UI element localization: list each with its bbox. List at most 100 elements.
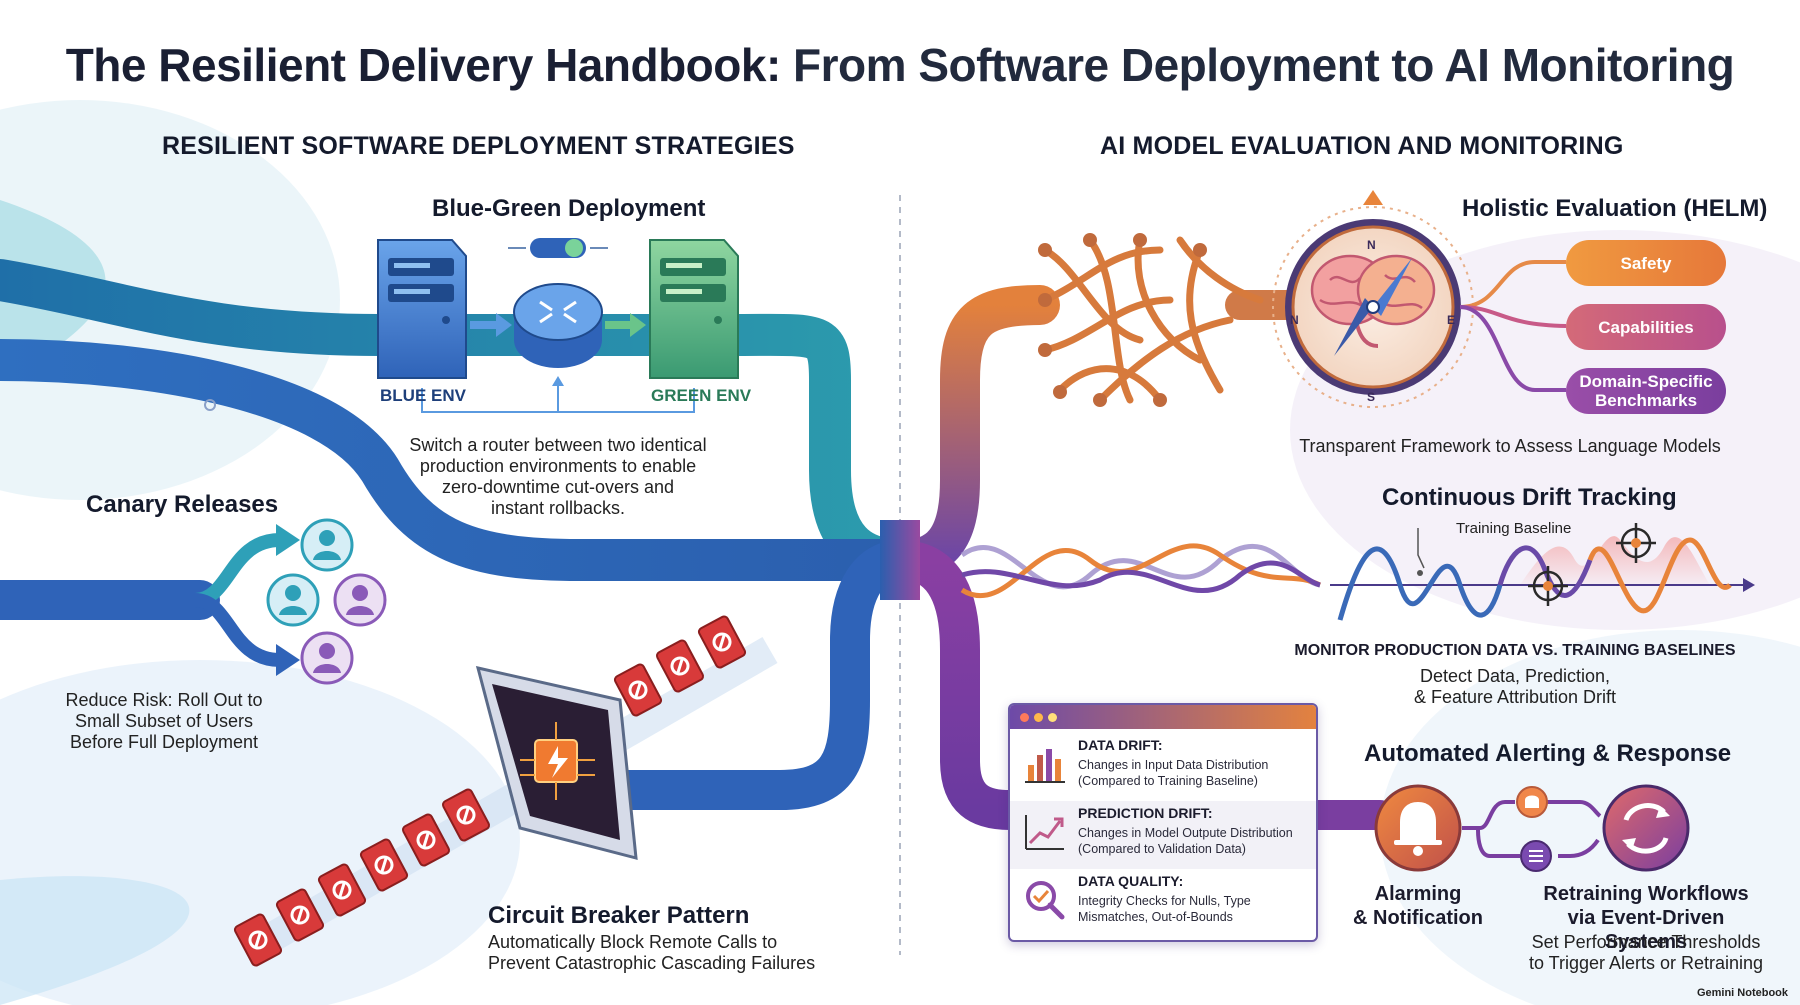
blocked-request-icon	[697, 615, 747, 669]
text-line: & Feature Attribution Drift	[1413, 687, 1617, 707]
blue-green-arrows	[421, 313, 695, 413]
pill-capabilities	[1566, 304, 1726, 350]
compass-letter-w: N	[1290, 313, 1299, 327]
pill-safety	[1566, 240, 1726, 286]
blue-env-label: BLUE ENV	[380, 386, 466, 405]
blue-green-title: Blue-Green Deployment	[432, 195, 706, 222]
alerting-title: Automated Alerting & Response	[1364, 740, 1732, 767]
text-line: to Trigger Alerts or Retraining	[1528, 953, 1764, 973]
left-flow-pipes	[0, 259, 921, 810]
text-line: Reduce Risk: Roll Out to	[65, 690, 263, 710]
row-title: DATA DRIFT:	[1078, 737, 1163, 753]
user-avatars	[266, 518, 387, 685]
mini-list-icon	[1520, 840, 1552, 872]
row-title: DATA QUALITY:	[1078, 873, 1184, 889]
decorative-dot	[204, 399, 216, 411]
helm-pill-domain-benchmarks: Domain-Specific Benchmarks	[1579, 372, 1713, 410]
circuit-breaker-description: Automatically Block Remote Calls to Prev…	[488, 932, 848, 974]
mini-bell-icon	[1516, 786, 1548, 818]
text-line: & Notification	[1353, 907, 1483, 929]
router-icon	[513, 283, 603, 368]
helm-branch-lines	[1459, 260, 1567, 392]
helm-title: Holistic Evaluation (HELM)	[1462, 195, 1768, 222]
title-rest: From Software Deployment to AI Monitorin…	[793, 39, 1735, 91]
blocked-request-icon	[655, 639, 705, 693]
blocked-request-icon	[441, 788, 491, 842]
canary-arrows	[194, 524, 300, 676]
alert-loop-arrows	[1462, 800, 1602, 858]
page-title: The Resilient Delivery Handbook: From So…	[0, 38, 1800, 92]
panel-title-bar	[1010, 705, 1316, 729]
center-junction	[880, 520, 920, 600]
text-line: Switch a router between two identical	[409, 435, 707, 455]
toggle-switch-icon	[508, 238, 608, 258]
text-line: Set Performance Thresholds	[1531, 932, 1761, 952]
text-line: via Event-Driven Systems	[1567, 907, 1725, 953]
blocked-request-icon	[233, 913, 283, 967]
green-env-label: GREEN ENV	[651, 386, 752, 405]
canary-title: Canary Releases	[86, 491, 279, 518]
pill-domain	[1566, 368, 1726, 414]
helm-pill-safety: Safety	[1620, 253, 1672, 273]
helm-caption: Transparent Framework to Assess Language…	[1299, 436, 1721, 456]
window-dot-icon	[1020, 713, 1029, 722]
drift-description: Detect Data, Prediction, & Feature Attri…	[1340, 666, 1690, 708]
blocked-request-icons	[233, 615, 747, 967]
green-server-icon	[649, 239, 739, 379]
window-dot-icon	[1034, 713, 1043, 722]
compass-letter-s: S	[1367, 390, 1376, 404]
panel-row-data-drift: DATA DRIFT: Changes in Input Data Distri…	[1010, 733, 1316, 801]
drift-title: Continuous Drift Tracking	[1382, 484, 1677, 511]
neural-network-icon	[1041, 236, 1264, 404]
right-section-heading: AI MODEL EVALUATION AND MONITORING	[1100, 132, 1624, 160]
blue-server-icon	[377, 239, 467, 379]
text-line: instant rollbacks.	[490, 498, 626, 518]
circuit-breaker-title: Circuit Breaker Pattern	[488, 902, 750, 929]
text-line: Before Full Deployment	[69, 732, 259, 752]
text-line: production environments to enable	[419, 456, 697, 476]
blocked-request-icon	[401, 813, 451, 867]
circuit-breaker-gate-icon	[475, 665, 638, 860]
row-description: Integrity Checks for Nulls, Type Mismatc…	[1078, 894, 1251, 924]
alarm-label: Alarming & Notification	[1340, 882, 1496, 930]
panel-row-data-quality: DATA QUALITY: Integrity Checks for Nulls…	[1010, 869, 1316, 937]
text-line: Alarming	[1374, 883, 1462, 905]
compass-letter-n: N	[1367, 238, 1376, 252]
retrain-description: Set Performance Thresholds to Trigger Al…	[1526, 932, 1766, 974]
left-section-heading: RESILIENT SOFTWARE DEPLOYMENT STRATEGIES	[162, 132, 795, 160]
text-line: zero-downtime cut-overs and	[441, 477, 675, 497]
compass-letter-e: E	[1447, 313, 1456, 327]
user-avatar-icon	[266, 573, 320, 627]
canary-description: Reduce Risk: Roll Out to Small Subset of…	[30, 690, 298, 753]
text-line: Retraining Workflows	[1543, 883, 1749, 905]
title-bold: The Resilient Delivery Handbook:	[65, 39, 782, 91]
helm-compass-icon	[1272, 190, 1474, 408]
right-flow-pipes	[880, 285, 1395, 830]
text-line: Automatically Block Remote Calls to	[488, 932, 778, 952]
drift-heading: MONITOR PRODUCTION DATA VS. TRAINING BAS…	[1294, 642, 1736, 659]
user-avatar-icon	[300, 631, 354, 685]
retrain-label: Retraining Workflows via Event-Driven Sy…	[1526, 882, 1766, 954]
text-line: Prevent Catastrophic Cascading Failures	[488, 953, 816, 973]
panel-row-prediction-drift: PREDICTION DRIFT: Changes in Model Outpu…	[1010, 801, 1316, 869]
user-avatar-icon	[300, 518, 354, 572]
network-nodes	[1038, 233, 1207, 407]
blocked-request-icon	[317, 863, 367, 917]
brand-label: Gemini Notebook	[1696, 987, 1788, 999]
blocked-request-icon	[359, 838, 409, 892]
trend-line-icon	[1025, 815, 1064, 850]
text-line: Detect Data, Prediction,	[1419, 666, 1611, 686]
window-dot-icon	[1048, 713, 1057, 722]
row-title: PREDICTION DRIFT:	[1078, 805, 1213, 821]
drift-metrics-panel: DATA DRIFT: Changes in Input Data Distri…	[1008, 703, 1318, 942]
helm-pill-capabilities: Capabilities	[1598, 317, 1694, 337]
retraining-cycle-icon	[1602, 784, 1690, 872]
row-description: Changes in Input Data Distribution (Comp…	[1078, 758, 1269, 788]
row-description: Changes in Model Outpute Distribution (C…	[1078, 826, 1293, 856]
blocked-request-icon	[613, 663, 663, 717]
blue-green-description: Switch a router between two identical pr…	[380, 435, 736, 519]
user-avatar-icon	[333, 573, 387, 627]
alarm-bell-icon	[1374, 784, 1462, 872]
bar-chart-icon	[1025, 749, 1065, 783]
